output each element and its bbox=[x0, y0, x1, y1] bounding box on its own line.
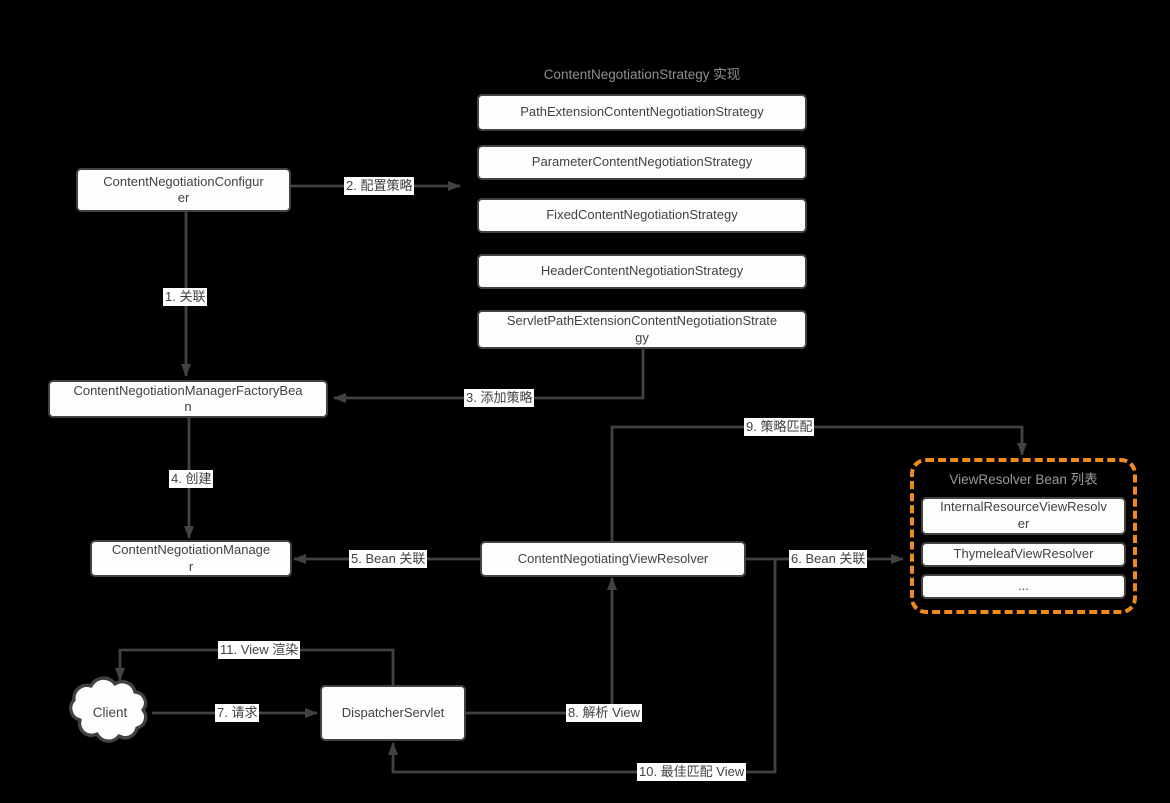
edge-label-1-associate: 1. 关联 bbox=[163, 288, 208, 306]
node-content-negotiation-configurer: ContentNegotiationConfigurer bbox=[76, 168, 291, 212]
node-thymeleaf-view-resolver: ThymeleafViewResolver bbox=[921, 541, 1126, 568]
node-dispatcher-servlet: DispatcherServlet bbox=[320, 685, 466, 741]
edge-label-7-request: 7. 请求 bbox=[215, 704, 260, 722]
connector-8-resolve-view bbox=[466, 577, 617, 715]
view-resolver-bean-list-group: ViewResolver Bean 列表 InternalResourceVie… bbox=[910, 458, 1137, 614]
edge-label-3-add-strategy: 3. 添加策略 bbox=[464, 389, 535, 407]
edge-label-5-bean-associate: 5. Bean 关联 bbox=[349, 550, 428, 568]
edge-label-4-create: 4. 创建 bbox=[169, 470, 214, 488]
node-resolver-ellipsis: ... bbox=[921, 574, 1126, 599]
edge-label-8-resolve-view: 8. 解析 View bbox=[566, 704, 643, 722]
node-content-negotiation-manager-factory-bean: ContentNegotiationManagerFactoryBean bbox=[48, 380, 328, 418]
node-path-extension-strategy: PathExtensionContentNegotiationStrategy bbox=[477, 94, 807, 131]
connector-3-add-strategy bbox=[333, 349, 645, 403]
client-cloud bbox=[62, 674, 158, 754]
connector-9-strategy-match bbox=[610, 425, 1027, 541]
edge-label-2-configure-strategy: 2. 配置策略 bbox=[344, 177, 415, 195]
edge-label-11-view-render: 11. View 渲染 bbox=[218, 641, 301, 659]
strategy-group-title: ContentNegotiationStrategy 实现 bbox=[543, 67, 741, 82]
node-servlet-path-extension-strategy: ServletPathExtensionContentNegotiationSt… bbox=[477, 310, 807, 349]
connector-10-best-match-view bbox=[388, 559, 777, 774]
node-header-strategy: HeaderContentNegotiationStrategy bbox=[477, 254, 807, 289]
edge-label-10-best-match-view: 10. 最佳匹配 View bbox=[637, 763, 747, 781]
edge-label-6-bean-associate: 6. Bean 关联 bbox=[789, 550, 868, 568]
cloud-icon bbox=[68, 676, 148, 743]
node-parameter-strategy: ParameterContentNegotiationStrategy bbox=[477, 145, 807, 180]
client-label: Client bbox=[92, 705, 128, 720]
node-fixed-strategy: FixedContentNegotiationStrategy bbox=[477, 198, 807, 233]
resolver-group-title: ViewResolver Bean 列表 bbox=[949, 472, 1098, 487]
node-content-negotiation-manager: ContentNegotiationManager bbox=[90, 540, 292, 577]
node-internal-resource-view-resolver: InternalResourceViewResolver bbox=[921, 496, 1126, 535]
node-content-negotiating-view-resolver: ContentNegotiatingViewResolver bbox=[480, 541, 746, 577]
edge-label-9-strategy-match: 9. 策略匹配 bbox=[744, 418, 815, 436]
